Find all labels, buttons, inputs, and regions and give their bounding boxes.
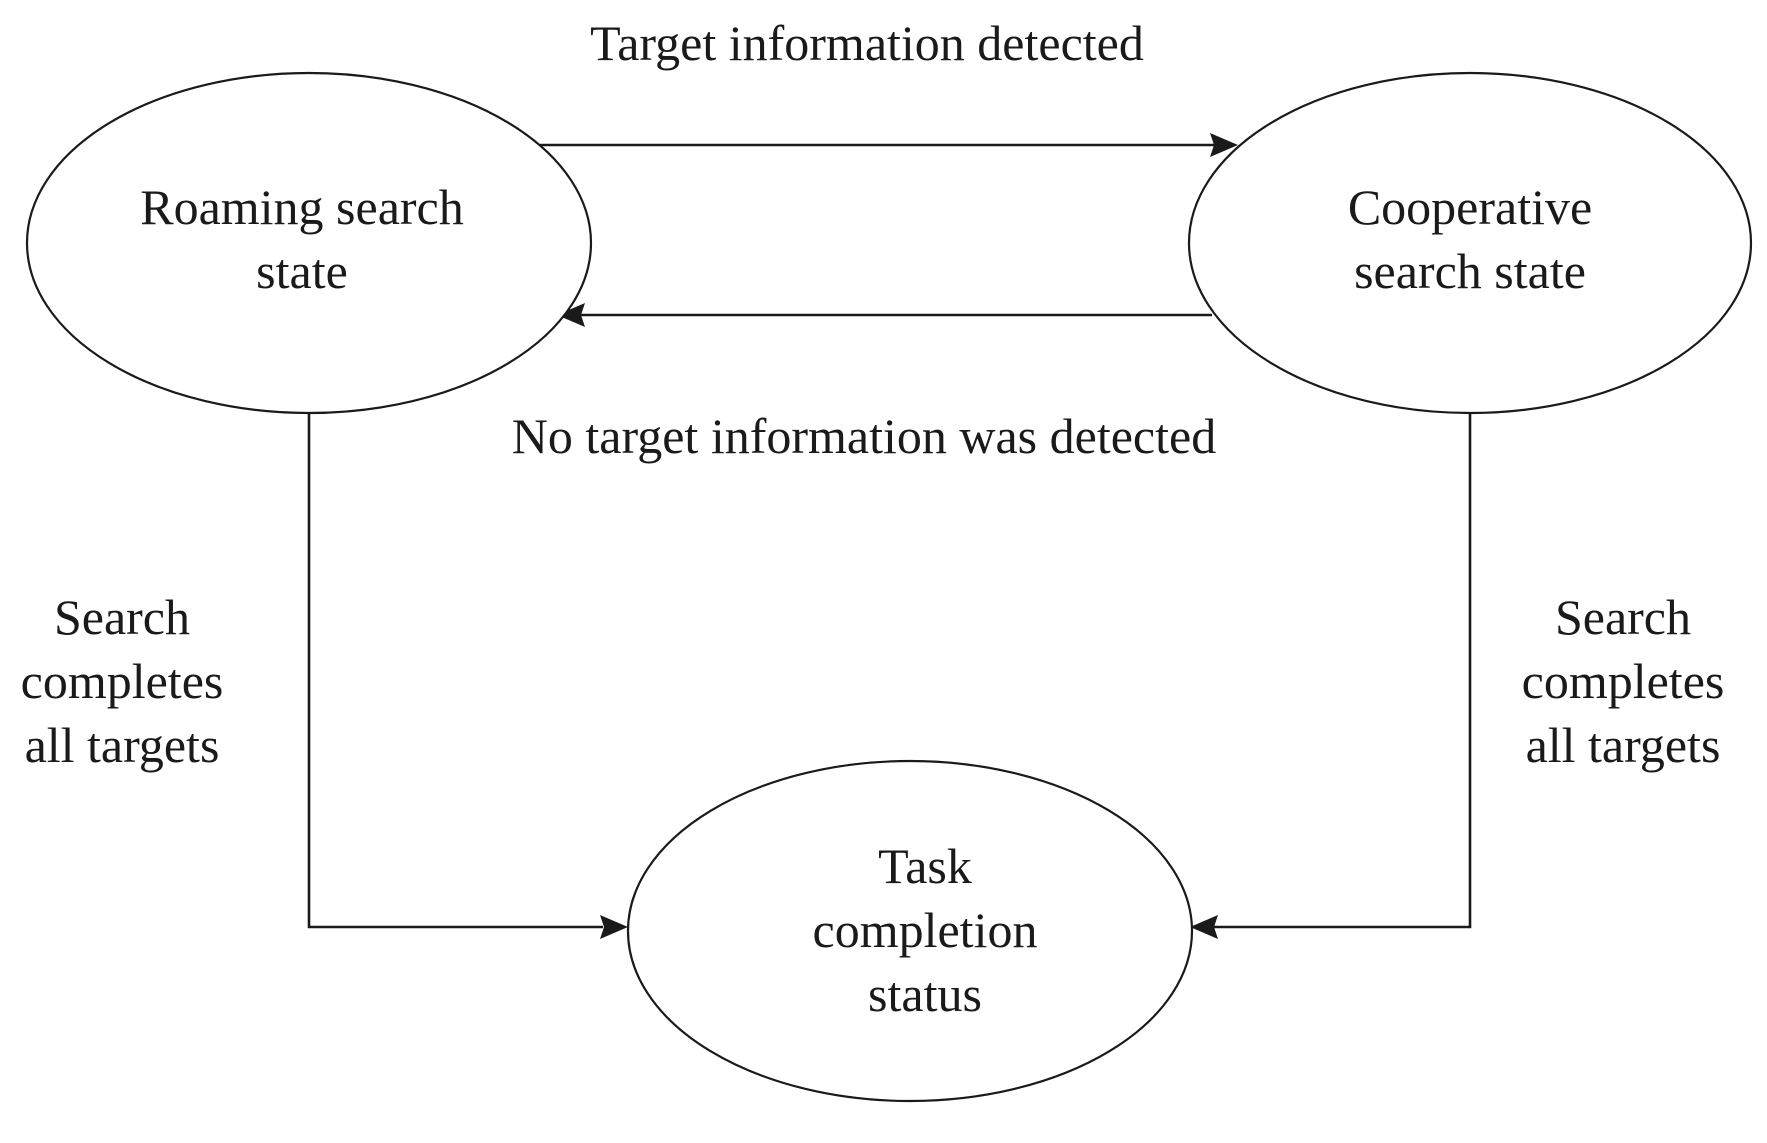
node-roaming-label-line1: Roaming search — [140, 179, 464, 235]
edge-right-complete-label: Search completes all targets — [1522, 589, 1725, 773]
edge-no-target-arrowhead — [557, 303, 585, 327]
edge-target-detected-arrowhead — [1210, 133, 1238, 157]
node-cooperative-shape — [1187, 71, 1753, 415]
edge-target-detected-label: Target information detected — [590, 15, 1144, 71]
edge-right-complete-label-line1: Search — [1555, 589, 1691, 645]
node-task-shape — [626, 759, 1194, 1103]
edge-left-complete-label-line3: all targets — [25, 717, 220, 773]
node-cooperative-label-line2: search state — [1354, 243, 1586, 299]
edge-left-complete-arrowhead — [600, 915, 628, 939]
edge-left-complete-line — [307, 413, 603, 929]
edge-left-complete-label-line2: completes — [21, 653, 224, 709]
edge-left-complete-label-line1: Search — [54, 589, 190, 645]
node-task-label-line3: status — [868, 966, 982, 1022]
edge-right-complete-line — [1214, 413, 1472, 929]
node-task-completion-status: Task completion status — [626, 759, 1194, 1103]
edge-left-complete-label: Search completes all targets — [21, 589, 224, 773]
node-roaming-search-state: Roaming search state — [25, 71, 593, 415]
node-cooperative-label-line1: Cooperative — [1348, 179, 1592, 235]
edges — [307, 133, 1472, 939]
node-roaming-shape — [25, 71, 593, 415]
edge-right-complete-label-line2: completes — [1522, 653, 1725, 709]
node-task-label-line2: completion — [813, 902, 1038, 958]
node-task-label-line1: Task — [878, 838, 972, 894]
edge-right-complete-arrowhead — [1190, 915, 1218, 939]
node-cooperative-search-state: Cooperative search state — [1187, 71, 1753, 415]
edge-right-complete-label-line3: all targets — [1526, 717, 1721, 773]
node-roaming-label-line2: state — [256, 243, 348, 299]
edge-no-target-label: No target information was detected — [512, 408, 1216, 464]
